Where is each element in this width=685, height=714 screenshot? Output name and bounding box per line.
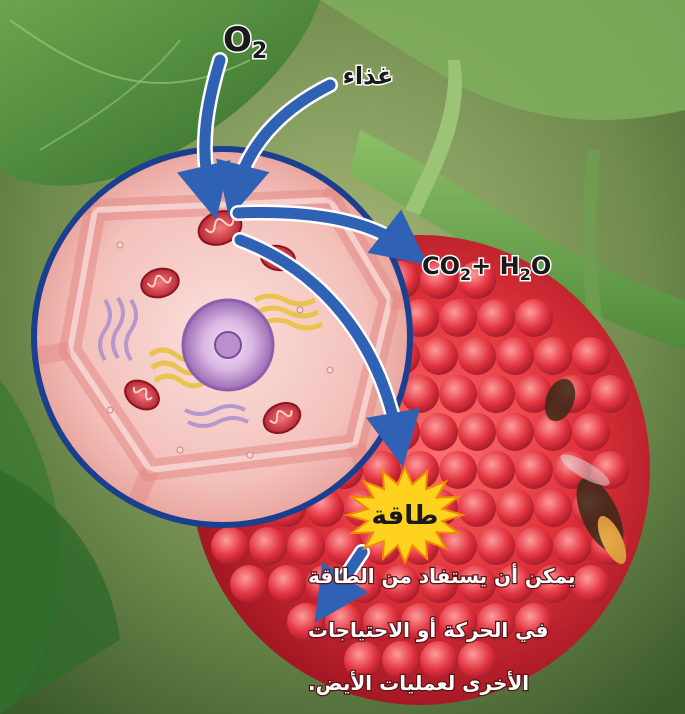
drupelet bbox=[458, 337, 496, 375]
drupelet bbox=[439, 299, 477, 337]
products-co-subscript: 2 bbox=[460, 265, 471, 284]
drupelet bbox=[572, 413, 610, 451]
drupelet bbox=[572, 337, 610, 375]
drupelet bbox=[515, 451, 553, 489]
products-o-label: O bbox=[531, 252, 551, 280]
drupelet bbox=[534, 337, 572, 375]
drupelet bbox=[496, 337, 534, 375]
drupelet bbox=[534, 489, 572, 527]
drupelet bbox=[458, 489, 496, 527]
caption-line-3: الأخرى لعمليات الأيض. bbox=[308, 670, 529, 695]
caption-line-1: يمكن أن يستفاد من الطاقة bbox=[308, 562, 575, 588]
drupelet bbox=[287, 527, 325, 565]
drupelet bbox=[591, 375, 629, 413]
food-label: غذاء bbox=[343, 62, 394, 90]
products-plus-h-label: + H bbox=[471, 252, 520, 280]
drupelet bbox=[477, 299, 515, 337]
drupelet bbox=[211, 527, 249, 565]
nucleolus bbox=[215, 332, 241, 358]
energy-label: طاقة bbox=[371, 501, 438, 531]
drupelet bbox=[458, 413, 496, 451]
drupelet bbox=[268, 565, 306, 603]
drupelet bbox=[420, 337, 458, 375]
drupelet bbox=[477, 527, 515, 565]
drupelet bbox=[496, 413, 534, 451]
svg-text:CO2+ H2O: CO2+ H2O bbox=[422, 252, 551, 284]
drupelet bbox=[553, 527, 591, 565]
oxygen-subscript: 2 bbox=[252, 39, 267, 64]
drupelet bbox=[496, 489, 534, 527]
drupelet bbox=[572, 565, 610, 603]
drupelet bbox=[515, 527, 553, 565]
drupelet bbox=[230, 565, 268, 603]
drupelet bbox=[515, 299, 553, 337]
drupelet bbox=[249, 527, 287, 565]
caption-line-2: في الحركة أو الاحتياجات bbox=[308, 616, 549, 643]
drupelet bbox=[477, 375, 515, 413]
products-h-subscript: 2 bbox=[520, 265, 531, 284]
products-co-label: CO bbox=[422, 252, 460, 280]
oxygen-label: O bbox=[223, 20, 252, 60]
drupelet bbox=[420, 413, 458, 451]
drupelet bbox=[439, 375, 477, 413]
drupelet bbox=[477, 451, 515, 489]
